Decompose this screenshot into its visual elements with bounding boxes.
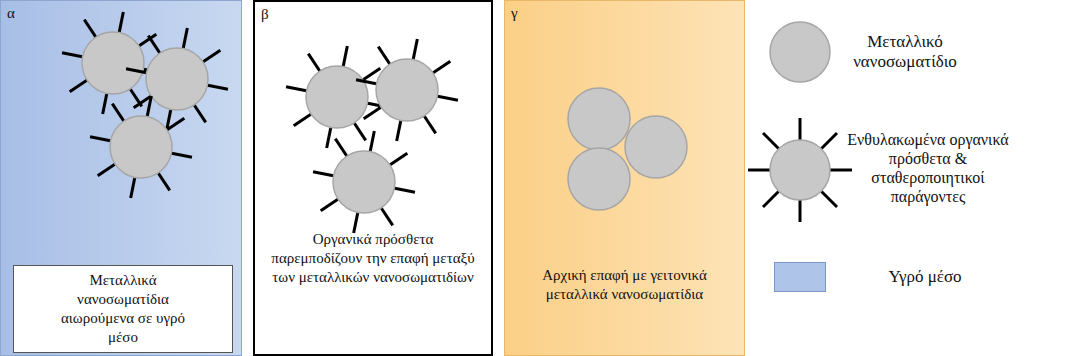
particle-illustration xyxy=(505,1,746,356)
metal-nanoparticle xyxy=(82,32,144,94)
organic-additive-sticks xyxy=(90,96,192,198)
legend-text: Μεταλλικό νανοσωματίδιο xyxy=(835,32,975,72)
panel: αΜεταλλικά νανοσωματίδια αιωρούμενα σε υ… xyxy=(0,0,242,356)
nanoparticle-sample xyxy=(770,140,830,200)
panel: γΑρχική επαφή με γειτονικά μεταλλικά ναν… xyxy=(504,0,745,356)
metal-nanoparticle xyxy=(146,48,208,110)
organic-additive-sticks xyxy=(62,12,164,114)
metal-nanoparticle xyxy=(568,88,630,150)
particle-illustration xyxy=(255,2,495,356)
metal-nanoparticle xyxy=(568,148,630,210)
organic-additive-sticks xyxy=(313,131,415,233)
panel-letter: β xyxy=(255,2,491,23)
panel-caption: Μεταλλικά νανοσωματίδια αιωρούμενα σε υγ… xyxy=(57,266,189,352)
legend-text: Ενθυλακωμένα οργανικά πρόσθετα & σταθερο… xyxy=(843,130,1013,206)
legend-swatch xyxy=(774,262,826,292)
legend-entry: Ενθυλακωμένα οργανικά πρόσθετα & σταθερο… xyxy=(843,130,1013,206)
panel-letter: γ xyxy=(505,1,744,22)
panel-caption: Αρχική επαφή με γειτονικά μεταλλικά νανο… xyxy=(540,266,710,304)
nanoparticle-sample xyxy=(770,22,830,82)
metal-nanoparticle xyxy=(625,116,687,178)
metal-nanoparticle xyxy=(306,66,368,128)
panel-letter: α xyxy=(1,1,241,22)
legend-text: Υγρό μέσο xyxy=(855,267,995,287)
coated-particle-sample xyxy=(748,118,852,222)
metal-nanoparticle xyxy=(110,116,172,178)
organic-additive-sticks xyxy=(126,28,228,130)
metal-nanoparticle xyxy=(376,59,438,121)
legend-entry: Υγρό μέσο xyxy=(855,267,995,287)
organic-additive-sticks xyxy=(356,39,458,141)
panel: βΟργανικά πρόσθετα παρεμποδίζουν την επα… xyxy=(253,0,493,356)
panel-caption: Οργανικά πρόσθετα παρεμποδίζουν την επαφ… xyxy=(271,230,476,287)
caption-box: Μεταλλικά νανοσωματίδια αιωρούμενα σε υγ… xyxy=(13,265,233,353)
metal-nanoparticle xyxy=(333,151,395,213)
legend-entry: Μεταλλικό νανοσωματίδιο xyxy=(835,32,975,72)
